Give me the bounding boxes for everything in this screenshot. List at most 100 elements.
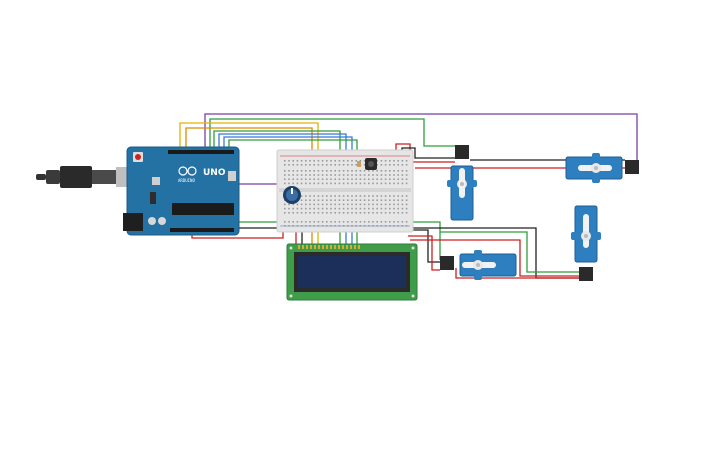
breadboard-hole [351, 199, 353, 201]
breadboard-hole [363, 203, 366, 206]
breadboard-hole [305, 212, 307, 214]
breadboard-hole [334, 174, 336, 176]
breadboard-hole [393, 178, 395, 180]
wire-black-servo3[interactable] [408, 229, 440, 263]
breadboard-hole [300, 199, 303, 201]
breadboard-hole [296, 221, 299, 223]
breadboard-hole [397, 182, 399, 185]
potentiometer[interactable] [283, 186, 301, 204]
breadboard-hole [330, 178, 332, 180]
breadboard-hole [359, 221, 362, 223]
breadboard-hole [405, 170, 408, 172]
breadboard-hole [351, 164, 353, 166]
wire-red-servo4[interactable] [410, 239, 580, 277]
breadboard-hole [397, 207, 399, 210]
breadboard-hole [389, 212, 391, 214]
breadboard-hole [359, 203, 362, 206]
breadboard-hole [389, 199, 391, 201]
breadboard-hole [405, 207, 408, 210]
breadboard-hole [288, 178, 290, 180]
breadboard-hole [305, 221, 307, 223]
breadboard-hole [355, 225, 357, 227]
breadboard-hole [326, 203, 328, 206]
breadboard-hole [288, 221, 290, 223]
breadboard-hole [300, 164, 303, 166]
breadboard-hole [330, 207, 332, 210]
wire-red-servo3b[interactable] [455, 268, 580, 279]
breadboard-hole [296, 174, 299, 176]
breadboard-hole [351, 160, 353, 162]
breadboard-hole [342, 203, 345, 206]
breadboard-hole [347, 178, 349, 180]
breadboard-hole [342, 212, 345, 214]
lcd-16x2[interactable] [286, 243, 418, 301]
breadboard-hole [359, 178, 362, 180]
breadboard-hole [363, 174, 366, 176]
breadboard-hole [326, 174, 328, 176]
breadboard-hole [330, 203, 332, 206]
breadboard-hole [389, 170, 391, 172]
servo-1[interactable] [447, 145, 477, 221]
breadboard-hole [338, 174, 341, 176]
breadboard-hole [342, 178, 345, 180]
breadboard-hole [384, 207, 387, 210]
servo-4[interactable] [571, 205, 601, 281]
lcd-pin [350, 245, 352, 249]
breadboard-hole [342, 182, 345, 185]
breadboard-hole [355, 212, 357, 214]
breadboard-hole [347, 182, 349, 185]
servo-2[interactable] [565, 153, 639, 183]
breadboard-hole [401, 195, 404, 197]
breadboard-hole [309, 203, 311, 206]
arduino-logo-icon [178, 166, 197, 176]
breadboard-hole [338, 160, 341, 162]
breadboard-hole [292, 203, 294, 206]
breadboard-hole [309, 212, 311, 214]
breadboard-hole [305, 174, 307, 176]
wire-green-servo4[interactable] [440, 231, 580, 273]
arduino-uno-board[interactable]: UNO ARDUINO [123, 146, 240, 236]
breadboard-hole [284, 221, 286, 223]
breadboard-hole [380, 203, 383, 206]
breadboard-hole [326, 212, 328, 214]
breadboard-hole [313, 160, 315, 162]
wire-purple-top[interactable] [204, 113, 638, 162]
servo-3[interactable] [440, 250, 517, 280]
breadboard-hole [296, 164, 299, 166]
breadboard-hole [359, 207, 362, 210]
breadboard-hole [330, 160, 332, 162]
breadboard-hole [372, 195, 374, 197]
breadboard-hole [376, 212, 378, 214]
breadboard-hole [342, 195, 345, 197]
wire-red-servo3[interactable] [408, 235, 440, 271]
breadboard-hole [284, 178, 286, 180]
breadboard-hole [313, 199, 315, 201]
breadboard-hole [372, 170, 374, 172]
breadboard-hole [359, 212, 362, 214]
breadboard-hole [368, 203, 370, 206]
breadboard-hole [292, 221, 294, 223]
sensor-module[interactable] [357, 158, 377, 170]
breadboard-hole [401, 207, 404, 210]
breadboard-hole [334, 164, 336, 166]
breadboard-hole [359, 174, 362, 176]
breadboard-hole [300, 182, 303, 185]
wire-red-servo1[interactable] [395, 143, 455, 163]
breadboard-hole [372, 178, 374, 180]
breadboard-hole [359, 160, 362, 162]
breadboard-hole [288, 174, 290, 176]
breadboard-hole [393, 160, 395, 162]
breadboard-hole [389, 203, 391, 206]
breadboard-hole [355, 164, 357, 166]
breadboard-hole [363, 221, 366, 223]
breadboard-hole [355, 195, 357, 197]
wire-green-top[interactable] [209, 118, 455, 152]
breadboard-hole [334, 160, 336, 162]
breadboard-hole [397, 203, 399, 206]
breadboard-hole [334, 195, 336, 197]
breadboard-hole [321, 203, 324, 206]
breadboard-hole [405, 160, 408, 162]
breadboard-hole [401, 212, 404, 214]
breadboard-hole [389, 207, 391, 210]
